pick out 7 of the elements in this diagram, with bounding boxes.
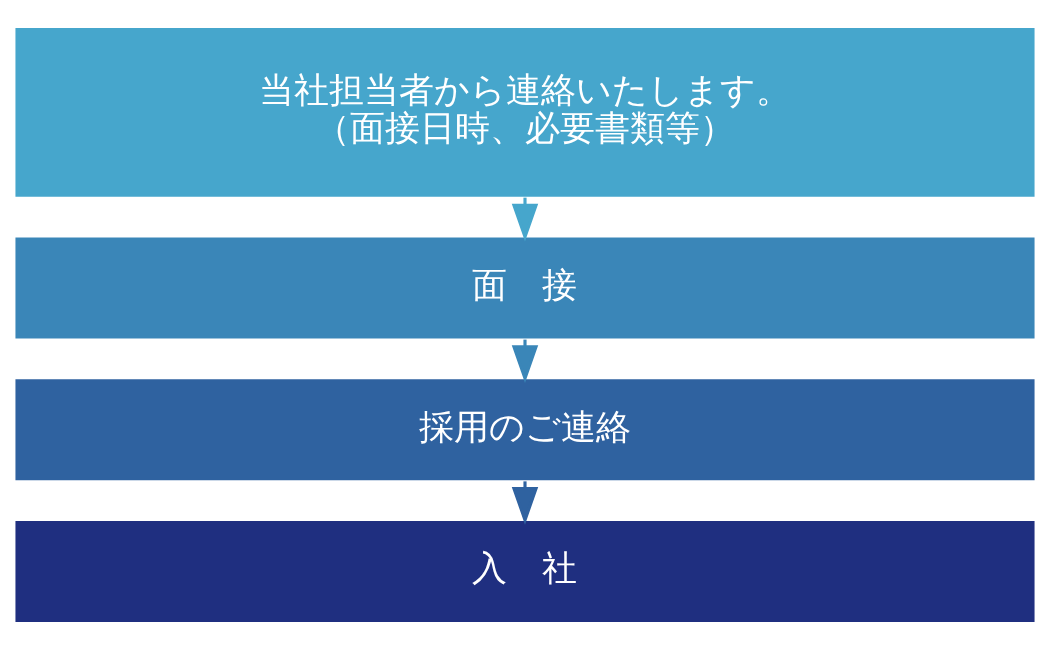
node-box: 入 社 [13,519,1037,624]
node-box: 面 接 [13,236,1037,340]
arrow [511,339,539,383]
node-box: 採用のご連絡 [13,377,1037,482]
node-box: 当社担当者から連絡いたします。（面接日時、必要書類等） [13,26,1037,199]
arrow [511,197,539,242]
arrow [511,481,539,525]
